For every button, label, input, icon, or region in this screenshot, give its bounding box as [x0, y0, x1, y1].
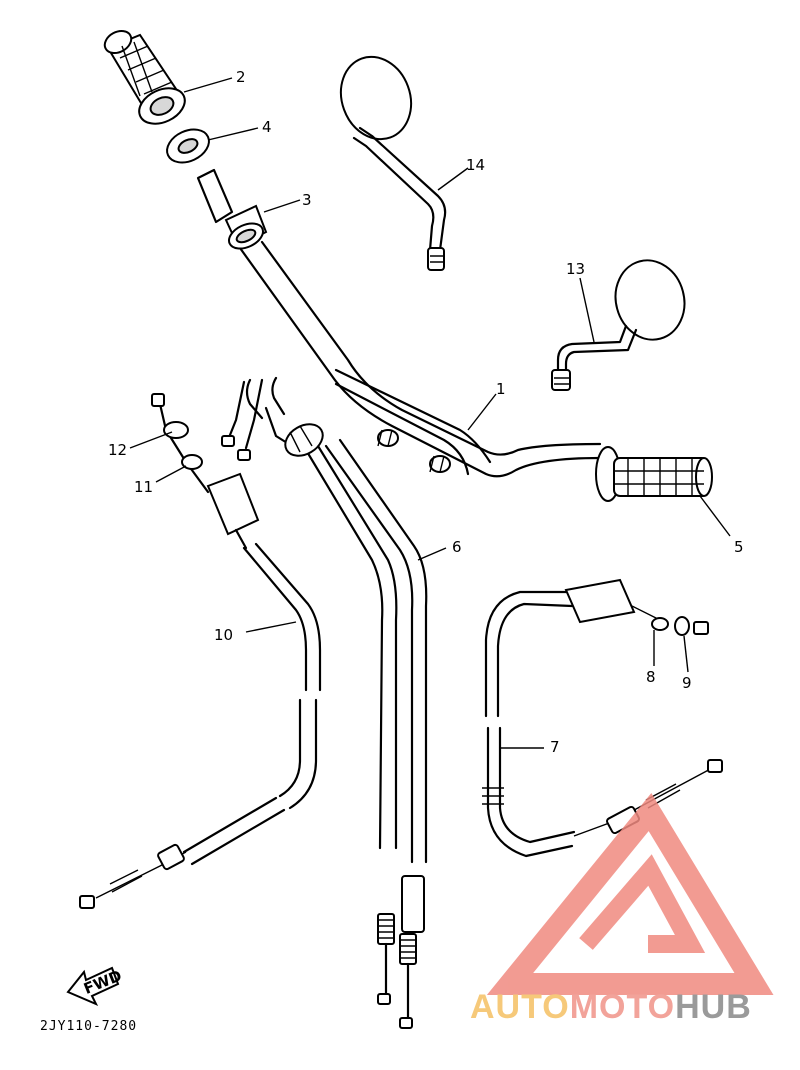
callout-4: 4	[262, 118, 272, 136]
callout-6: 6	[452, 538, 462, 556]
left-grip	[103, 29, 186, 125]
callout-5: 5	[734, 538, 744, 556]
left-mirror	[339, 55, 447, 271]
callout-13: 13	[566, 260, 585, 278]
callout-3: 3	[302, 191, 312, 209]
callout-8: 8	[646, 668, 656, 686]
callout-11: 11	[134, 478, 153, 496]
choke-cable	[482, 578, 723, 858]
automotohub-logo	[486, 792, 774, 995]
watermark-text: AUTOMOTOHUB	[470, 988, 752, 1026]
watermark-hub: HUB	[675, 988, 752, 1026]
diagram-code: 2JY110-7280	[40, 1019, 137, 1034]
throttle-clamp	[224, 204, 268, 250]
leader-lines	[129, 77, 731, 749]
washer	[166, 128, 210, 164]
clutch-cable	[79, 393, 322, 909]
throttle-cables	[221, 376, 428, 1029]
svg-text:AUTOMOTOHUB: AUTOMOTOHUB	[470, 988, 752, 1026]
right-mirror	[551, 259, 686, 391]
callout-2: 2	[236, 68, 246, 86]
callout-12: 12	[108, 441, 127, 459]
callout-1: 1	[496, 380, 506, 398]
right-grip	[595, 446, 713, 502]
watermark-auto: AUTO	[470, 988, 570, 1026]
callout-numbers: 2 4 3 14 13 1 5 6 7 8 9 10 11 12	[108, 68, 744, 756]
watermark-moto: MOTO	[570, 988, 675, 1026]
callout-7: 7	[550, 738, 560, 756]
fwd-arrow-icon: FWD	[66, 967, 124, 1006]
callout-10: 10	[214, 626, 233, 644]
callout-9: 9	[682, 674, 692, 692]
handlebar	[196, 168, 602, 478]
callout-14: 14	[466, 156, 485, 174]
